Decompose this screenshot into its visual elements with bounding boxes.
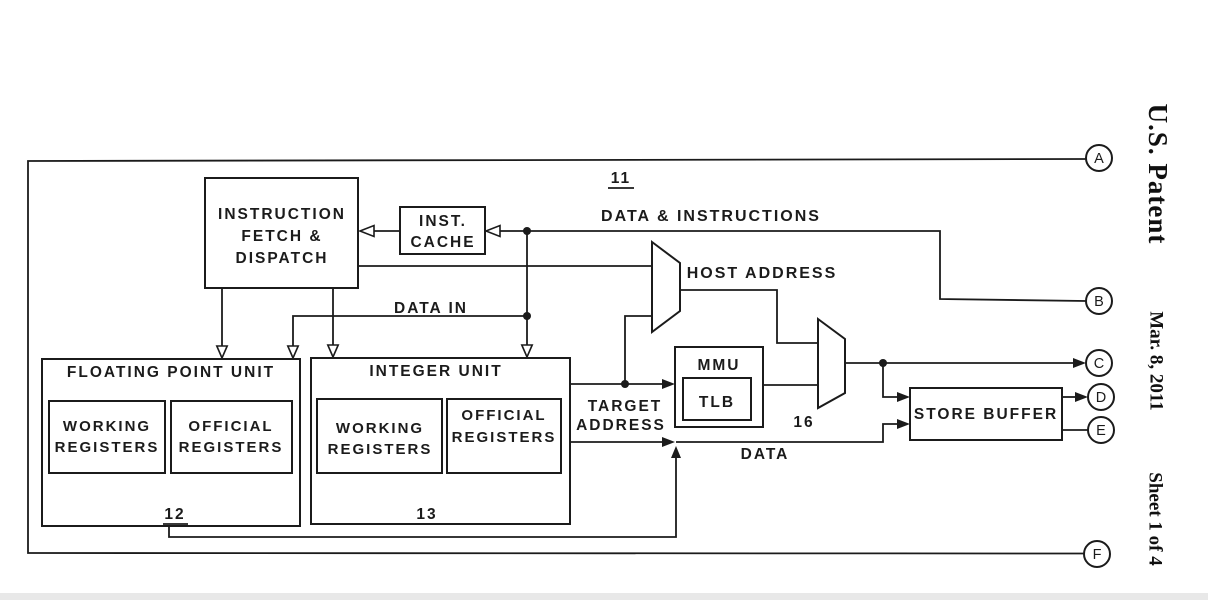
iu-title: INTEGER UNIT: [369, 363, 502, 380]
inst-cache-box: [399, 206, 486, 255]
junction-target-address: [621, 380, 629, 388]
data-wire: [676, 423, 898, 443]
iu-working-registers-box: [316, 398, 443, 474]
junction-mux-out: [879, 359, 887, 367]
host-address-label: HOST ADDRESS: [687, 265, 838, 282]
data-instructions-label: DATA & INSTRUCTIONS: [601, 208, 821, 225]
target-address-label-line1: TARGET: [588, 398, 663, 415]
iu-official-label-line1: OFFICIAL: [461, 407, 546, 424]
patent-title: U.S. Patent: [1143, 104, 1173, 245]
fpu-rail-wire: [168, 452, 677, 538]
arrow-down-fpu-1: [215, 345, 229, 361]
page-edge-strip: [0, 593, 1208, 600]
mux-to-storebuffer-wire: [882, 363, 898, 398]
host-address-wire: [680, 289, 818, 344]
junction-data-in: [523, 312, 531, 320]
iu-official-registers-box: [446, 398, 562, 474]
junction-dots: [523, 227, 887, 388]
store-buffer-box: [909, 387, 1063, 441]
target-address-label-line2: ADDRESS: [576, 417, 666, 434]
arrow-into-c: [1073, 358, 1086, 368]
fpu-working-label-line1: WORKING: [63, 418, 151, 435]
data-in-wire: [292, 315, 527, 346]
connector-b-circle: [1085, 287, 1113, 315]
arrow-down-fpu-2: [286, 345, 300, 361]
fpu-working-registers-box: [48, 400, 166, 474]
arrow-down-iu-2: [520, 344, 534, 360]
arrowheads: [215, 224, 1088, 458]
fetch-dispatch-label-line1: INSTRUCTION: [218, 206, 346, 223]
instruction-fetch-dispatch-box: [204, 177, 359, 289]
arrow-into-mmu: [662, 379, 675, 389]
tlb-box: [682, 377, 752, 421]
patent-date: Mar. 8, 2011: [1146, 311, 1167, 411]
arrow-into-storebuffer-top: [897, 392, 910, 402]
ref-11: 11: [611, 170, 631, 187]
mux-16: [817, 317, 846, 410]
connector-a-circle: [1085, 144, 1113, 172]
data-in-label: DATA IN: [394, 300, 468, 317]
junction-bus: [523, 227, 531, 235]
arrow-into-fetch: [357, 224, 375, 238]
arrow-into-d: [1075, 392, 1088, 402]
fetch-dispatch-label-line3: DISPATCH: [236, 250, 329, 267]
store-buffer-label: STORE BUFFER: [914, 406, 1058, 423]
arrow-into-cache: [483, 224, 501, 238]
connector-c-circle: [1085, 349, 1113, 377]
target-to-mux-wire: [624, 315, 652, 384]
connector-c-label: C: [1094, 356, 1104, 372]
ref-13: 13: [416, 506, 437, 523]
arrow-down-iu-1: [326, 344, 340, 360]
iu-official-label-line2: REGISTERS: [452, 429, 557, 446]
fpu-official-registers-box: [170, 400, 293, 474]
arrow-data-junction-right: [662, 437, 675, 447]
connector-d-circle: [1087, 383, 1115, 411]
tlb-label: TLB: [699, 394, 735, 411]
address-mux: [651, 240, 681, 334]
data-instructions-wire: [486, 230, 1087, 302]
connector-f-circle: [1083, 540, 1111, 568]
fpu-title: FLOATING POINT UNIT: [67, 364, 275, 381]
connector-f-label: F: [1093, 547, 1102, 563]
data-label: DATA: [741, 446, 790, 463]
wires: [27, 158, 1088, 555]
arrow-rail-up: [671, 446, 681, 458]
inst-cache-label-line2: CACHE: [410, 234, 475, 251]
inst-cache-label-line1: INST.: [419, 213, 467, 230]
mmu-label: MMU: [697, 357, 740, 374]
iu-working-label-line1: WORKING: [336, 420, 424, 437]
iu-working-label-line2: REGISTERS: [328, 441, 433, 458]
connector-b-label: B: [1094, 294, 1104, 310]
connector-a-label: A: [1094, 151, 1104, 167]
sheet-number: Sheet 1 of 4: [1145, 472, 1166, 566]
fpu-official-label-line1: OFFICIAL: [188, 418, 273, 435]
arrow-into-storebuffer-bottom: [897, 419, 910, 429]
connector-e-circle: [1087, 416, 1115, 444]
sheet-connectors: A B C D E F: [1083, 144, 1115, 568]
ref-12: 12: [164, 506, 185, 523]
connector-e-label: E: [1096, 423, 1106, 439]
connector-d-label: D: [1096, 390, 1106, 406]
fpu-working-label-line2: REGISTERS: [55, 439, 160, 456]
chip-boundary-wire: [27, 158, 1087, 555]
ref-16: 16: [793, 414, 814, 431]
fpu-official-label-line2: REGISTERS: [179, 439, 284, 456]
fetch-dispatch-label-line2: FETCH &: [241, 228, 322, 245]
